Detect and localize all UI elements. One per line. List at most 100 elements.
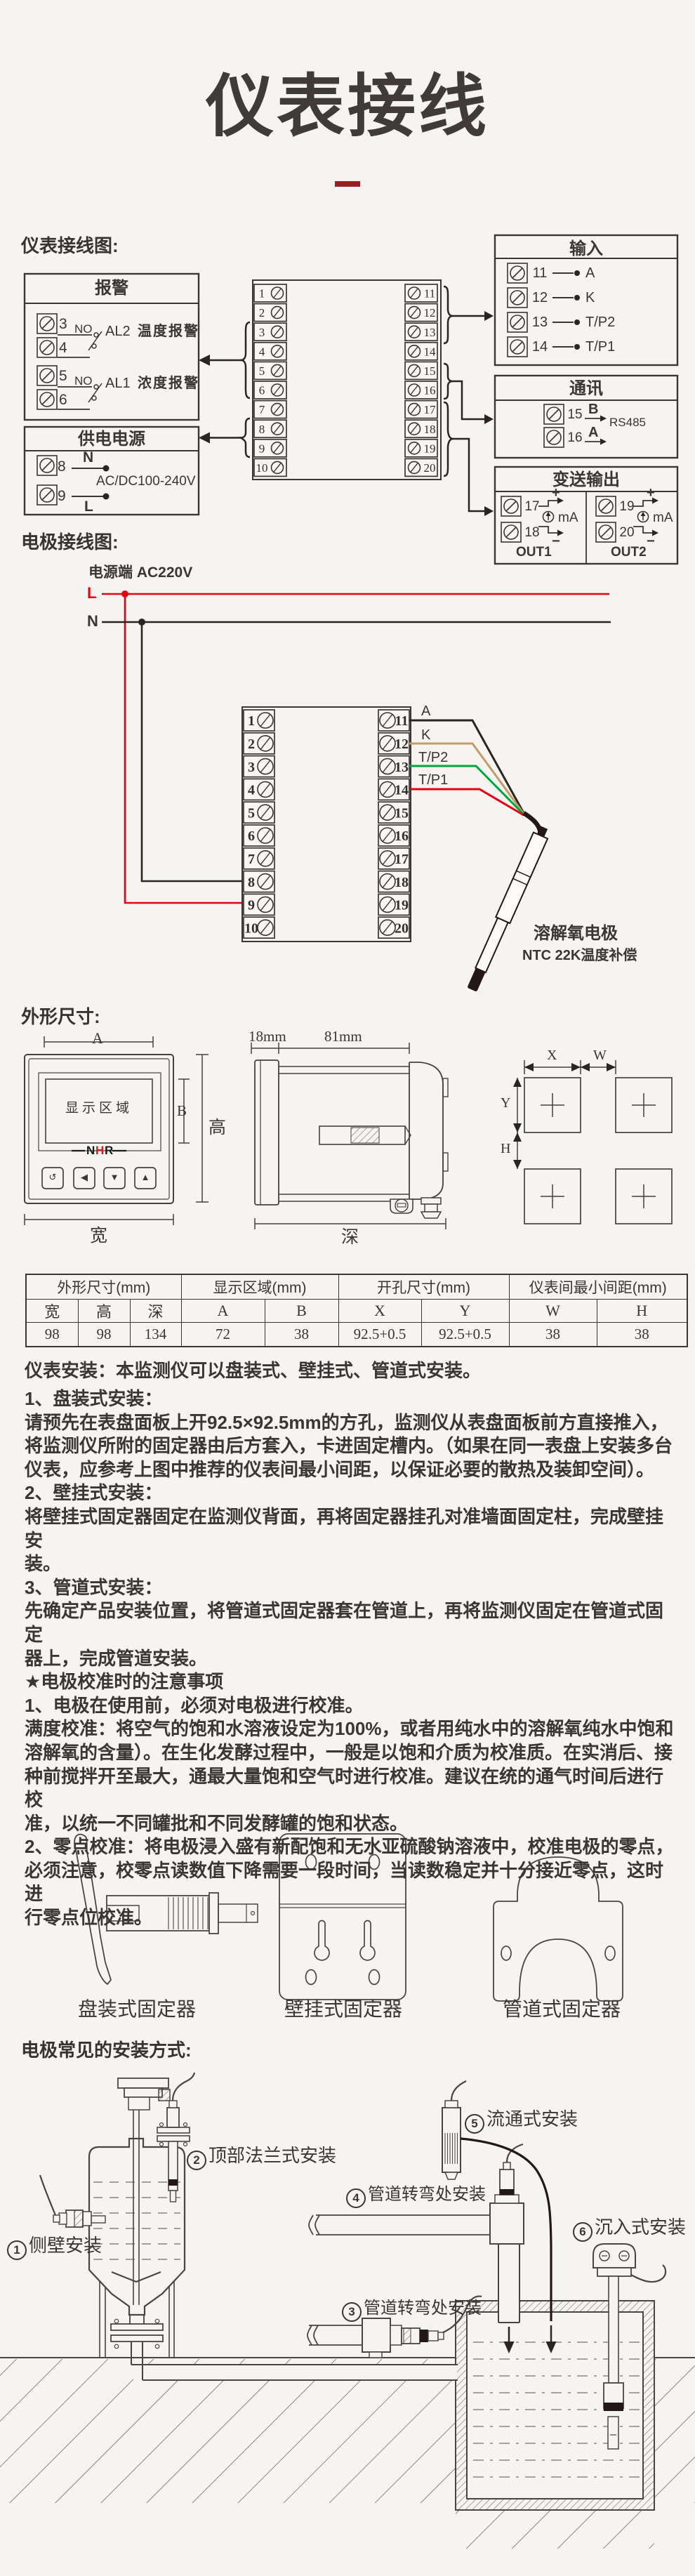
section-dims-label: 外形尺寸: (21, 1006, 100, 1027)
terminal-3: 3 (59, 316, 67, 332)
val-w: 38 (508, 1322, 597, 1347)
group-spacing: 仪表间最小间距(mm) (508, 1274, 688, 1300)
terminal-cell (253, 381, 287, 399)
terminal-14: 14 (531, 339, 548, 355)
th-height: 高 (77, 1299, 131, 1323)
terminal-cell (253, 322, 287, 342)
terminal-number: 15 (395, 805, 409, 821)
terminal-cell (253, 341, 287, 361)
cutout-pattern (513, 1060, 673, 1224)
terminal-number: 11 (395, 713, 409, 729)
terminal-number: 12 (395, 737, 409, 752)
terminal-number: 6 (259, 384, 265, 397)
out2-plus: + (647, 485, 655, 501)
terminal-cell (253, 458, 287, 477)
terminal-cell (253, 419, 287, 439)
out1-plus: + (552, 485, 560, 501)
terminal-number: 18 (395, 875, 409, 890)
diagram1-connectors (199, 285, 494, 516)
dim-h: H (501, 1141, 511, 1156)
line-n-label: N (87, 612, 98, 630)
alarm-title: 报警 (95, 279, 128, 298)
install-scene (0, 2072, 695, 2549)
wire-k-label: K (421, 727, 431, 743)
input-label-k: K (585, 290, 595, 305)
th-y: Y (421, 1299, 510, 1323)
alarm-no-2: NO (74, 374, 93, 388)
output-title: 变送输出 (552, 470, 620, 489)
mount-num-2: 2 (187, 2151, 206, 2170)
table-value-row: 98 98 134 72 38 92.5+0.5 92.5+0.5 38 38 (25, 1322, 688, 1347)
terminal-number: 3 (259, 326, 265, 339)
out1-minus: − (552, 534, 560, 549)
terminal-cell (404, 419, 438, 439)
terminal-number: 20 (424, 461, 436, 475)
wall-bracket-drawing (279, 1833, 406, 2000)
mount-num-4: 4 (346, 2188, 366, 2208)
mount-text-4: 管道转弯处安装 (368, 2185, 486, 2204)
group-cutout: 开孔尺寸(mm) (338, 1274, 510, 1300)
dim-a: A (92, 1029, 103, 1047)
terminal-cell (253, 361, 287, 381)
comm-title: 通讯 (569, 379, 603, 398)
th-depth: 深 (129, 1299, 182, 1323)
alarm-no-1: NO (74, 322, 93, 336)
dim-81mm: 81mm (324, 1028, 362, 1045)
spec-table: 外形尺寸(mm) 显示区域(mm) 开孔尺寸(mm) 仪表间最小间距(mm) 宽… (25, 1274, 688, 1347)
panel-clip-drawing (74, 1833, 258, 1986)
display-area-label: 显示区域 (65, 1101, 133, 1116)
input-box (494, 234, 679, 366)
terminal-number: 5 (248, 805, 255, 821)
terminal-cell (404, 322, 438, 342)
val-b: 38 (264, 1322, 339, 1347)
terminal-number: 10 (244, 920, 258, 936)
mount-num-3: 3 (342, 2302, 362, 2322)
terminal-number: 20 (395, 920, 409, 936)
alarm-code-2: AL1 (105, 376, 131, 391)
mount-num-1: 1 (7, 2240, 27, 2260)
comm-label-a: A (588, 425, 599, 440)
terminal-number: 19 (395, 898, 409, 913)
group-display: 显示区域(mm) (180, 1274, 339, 1300)
terminal-number: 4 (248, 783, 255, 798)
brand-logo-h: H (95, 1144, 105, 1157)
terminal-number: 9 (248, 898, 255, 913)
terminal-number: 14 (424, 345, 437, 358)
terminal-11: 11 (532, 265, 548, 281)
fixture-label-panel: 盘装式固定器 (77, 1998, 196, 2020)
th-width: 宽 (25, 1299, 79, 1323)
dim-y: Y (501, 1095, 511, 1111)
return-button-icon: ↺ (48, 1172, 57, 1182)
terminal-cell (404, 303, 438, 322)
val-x: 92.5+0.5 (338, 1322, 422, 1347)
section-wiring-label: 仪表接线图: (21, 235, 119, 256)
wire-a-label: A (421, 704, 431, 719)
up-button-icon: ▲ (140, 1172, 150, 1182)
terminal-number: 14 (395, 783, 409, 798)
terminal-number: 3 (248, 760, 255, 775)
mount-text-1: 侧壁安装 (29, 2235, 102, 2256)
th-x: X (338, 1299, 422, 1323)
group-outline: 外形尺寸(mm) (25, 1274, 182, 1300)
terminal-20: 20 (619, 525, 635, 540)
val-h: 38 (596, 1322, 688, 1347)
input-title: 输入 (569, 239, 603, 258)
terminal-number: 13 (424, 326, 436, 339)
alarm-desc-1: 温度报警 (138, 324, 199, 339)
terminal-15: 15 (567, 407, 583, 422)
comm-box (494, 374, 679, 459)
terminal-cell (404, 284, 438, 303)
val-width: 98 (25, 1322, 79, 1347)
table-header-row: 宽 高 深 A B X Y W H (25, 1299, 688, 1323)
mount-num-5: 5 (465, 2114, 484, 2134)
line-l-label: L (87, 584, 97, 602)
terminal-number: 4 (259, 345, 265, 358)
val-y: 92.5+0.5 (421, 1322, 510, 1347)
wire-tp1-label: T/P1 (418, 772, 449, 788)
brand-logo-r: R (105, 1144, 114, 1157)
